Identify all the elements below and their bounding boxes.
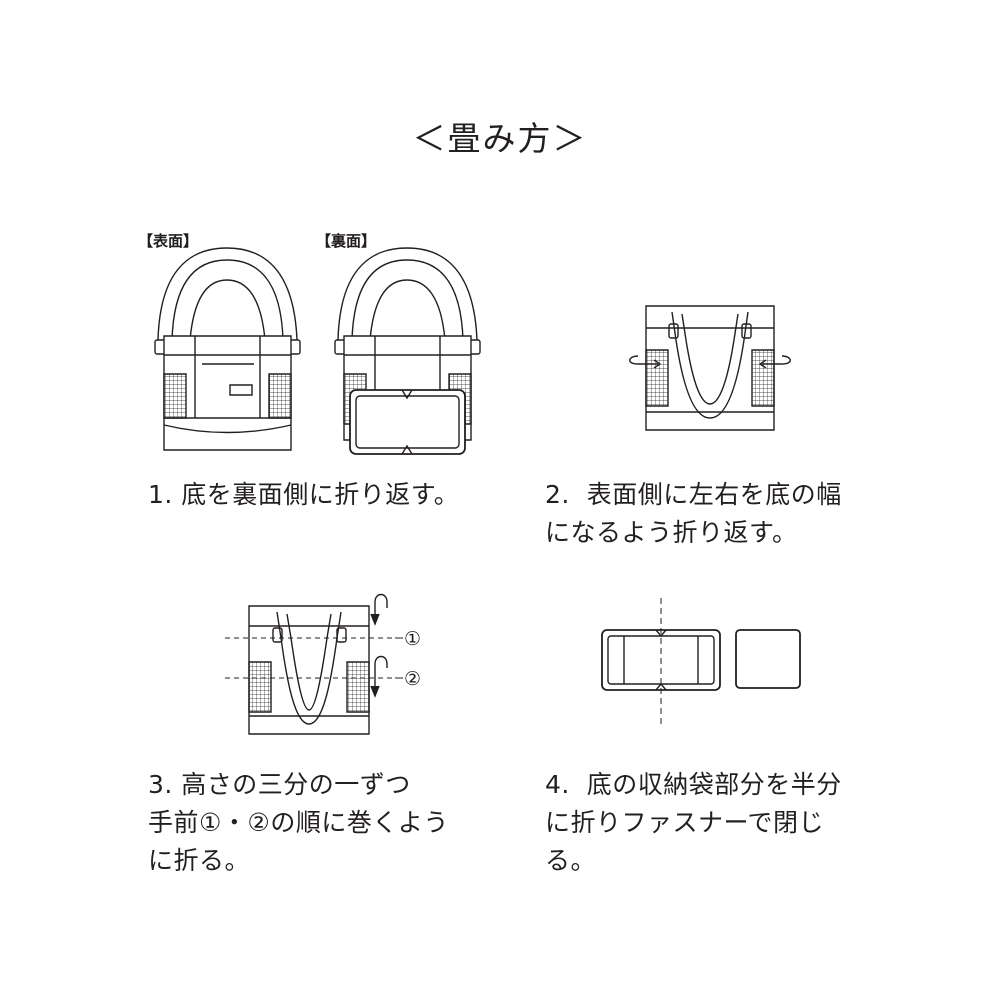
step-3-text: 3. 高さの三分の一ずつ 手前①・②の順に巻くよう に折る。 bbox=[148, 770, 449, 875]
roll-fold-diagram bbox=[225, 590, 440, 740]
page-title: ＜畳み方＞ bbox=[412, 119, 588, 158]
step-4-text: 4. 底の収納袋部分を半分 に折りファスナーで閉じ る。 bbox=[545, 770, 842, 875]
bag-back-diagram bbox=[330, 240, 485, 455]
back-side-label: 【裏面】 bbox=[316, 232, 377, 250]
bag-front-diagram bbox=[150, 240, 305, 455]
front-side-label: 【表面】 bbox=[138, 232, 199, 250]
pouch-fold-diagram bbox=[598, 598, 808, 728]
fold-line-marker-2: ② bbox=[404, 668, 422, 690]
side-fold-diagram bbox=[620, 300, 780, 440]
step-1-text: 1. 底を裏面側に折り返す。 bbox=[148, 480, 460, 509]
step-2-text: 2. 表面側に左右を底の幅 になるよう折り返す。 bbox=[545, 480, 842, 547]
fold-line-marker-1: ① bbox=[404, 628, 422, 650]
